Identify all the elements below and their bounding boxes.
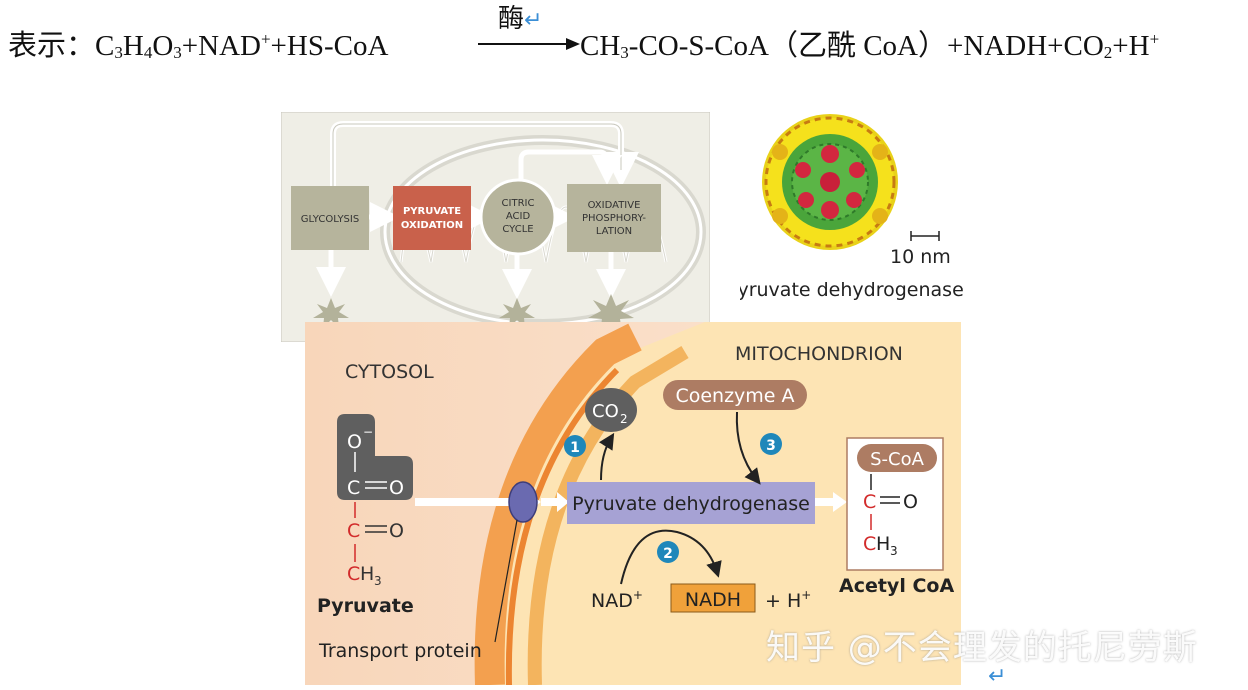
svg-text:PYRUVATE: PYRUVATE [403, 206, 461, 217]
citric-acid-cycle-circle [479, 178, 557, 256]
oxidative-phosphorylation-box [567, 184, 661, 252]
svg-text:2: 2 [620, 412, 628, 426]
respiration-overview: GLYCOLYSIS PYRUVATE OXIDATION CITRIC ACI… [281, 112, 710, 342]
h-plus-label: + H+ [765, 588, 811, 612]
svg-text:C: C [863, 491, 876, 513]
scale-bar [910, 231, 940, 241]
cytosol-label: CYTOSOL [345, 361, 434, 383]
pyruvate-label: Pyruvate [317, 595, 414, 617]
svg-text:2: 2 [663, 546, 673, 562]
equation-lhs: C3H4O3+NAD++HS-CoA [95, 29, 389, 62]
return-mark: ↵ [988, 664, 1007, 689]
transport-protein-icon [508, 481, 538, 523]
svg-text:OXIDATION: OXIDATION [401, 220, 463, 231]
svg-text:−: − [363, 425, 373, 439]
step-1-badge [564, 435, 586, 457]
equation-rhs: CH3-CO-S-CoA（乙酰 CoA）+NADH+CO2+H+ [580, 29, 1160, 62]
svg-text:Coenzyme A: Coenzyme A [675, 385, 794, 407]
svg-text:3: 3 [766, 438, 776, 454]
step-3-badge [760, 433, 782, 455]
step-2-badge [657, 541, 679, 563]
svg-text:H: H [876, 533, 890, 555]
s-coa-pill [857, 444, 937, 472]
svg-text:O: O [389, 477, 404, 499]
svg-text:C: C [347, 563, 360, 585]
svg-text:C: C [347, 520, 360, 542]
svg-text:O: O [389, 520, 404, 542]
reaction-equation: 表示：C3H4O3+NAD++HS-CoA [8, 22, 388, 64]
svg-text:S-CoA: S-CoA [870, 449, 925, 470]
svg-text:3: 3 [890, 544, 898, 558]
svg-text:OXIDATIVE: OXIDATIVE [588, 200, 641, 211]
pyruvate-oxidation-box [393, 186, 471, 250]
svg-text:O: O [903, 491, 918, 513]
pyruvate-oxidation-detail: CYTOSOL MITOCHONDRION O − C O C O C H 3 … [305, 322, 961, 685]
pyruvate-dehydrogenase-box [567, 482, 815, 524]
coenzyme-a-pill [663, 380, 807, 410]
to-acetyl-arrow [815, 492, 847, 512]
atp-burst-icon [588, 294, 634, 332]
svg-text:C: C [863, 533, 876, 555]
nad-label: NAD+ [591, 588, 643, 612]
pyruvate-dehydrogenase-structure: 10 nm Pyruvate dehydrogenase [740, 114, 964, 301]
svg-text:NADH: NADH [685, 589, 741, 611]
pyruvate-structure: O − C O C O C H 3 [337, 414, 413, 588]
svg-text:LATION: LATION [596, 226, 632, 237]
atp-burst-icon [499, 298, 535, 328]
svg-text:O: O [347, 431, 362, 453]
svg-text:GLYCOLYSIS: GLYCOLYSIS [301, 214, 359, 225]
reaction-arrow [478, 38, 580, 50]
watermark: 知乎 @不会理发的托尼劳斯 [766, 628, 1198, 668]
micrograph-caption: Pyruvate dehydrogenase [740, 279, 964, 301]
svg-text:1: 1 [570, 440, 580, 456]
svg-text:H: H [360, 563, 374, 585]
svg-text:C: C [347, 477, 360, 499]
svg-text:CO: CO [592, 401, 619, 422]
svg-text:ACID: ACID [506, 211, 531, 222]
pyruvate-transport-arrow [415, 492, 541, 512]
mitochondrion-label: MITOCHONDRION [735, 343, 903, 365]
svg-text:PHOSPHORY-: PHOSPHORY- [582, 213, 646, 224]
nadh-box [670, 583, 756, 613]
atp-burst-icon [313, 298, 349, 328]
svg-text:CYCLE: CYCLE [502, 224, 533, 235]
scale-label: 10 nm [890, 246, 951, 268]
enzyme-label: 酶↵ [498, 4, 543, 33]
svg-text:CITRIC: CITRIC [502, 198, 535, 209]
acetyl-coa-label: Acetyl CoA [839, 575, 954, 597]
transport-protein-label: Transport protein [318, 640, 482, 662]
co2-bubble [585, 388, 637, 432]
glycolysis-box [291, 186, 369, 250]
pyruvate-dehydrogenase-label: Pyruvate dehydrogenase [572, 493, 810, 515]
equation-prefix: 表示： [8, 30, 96, 62]
svg-text:3: 3 [374, 574, 382, 588]
enzyme-complex-image [762, 114, 898, 250]
